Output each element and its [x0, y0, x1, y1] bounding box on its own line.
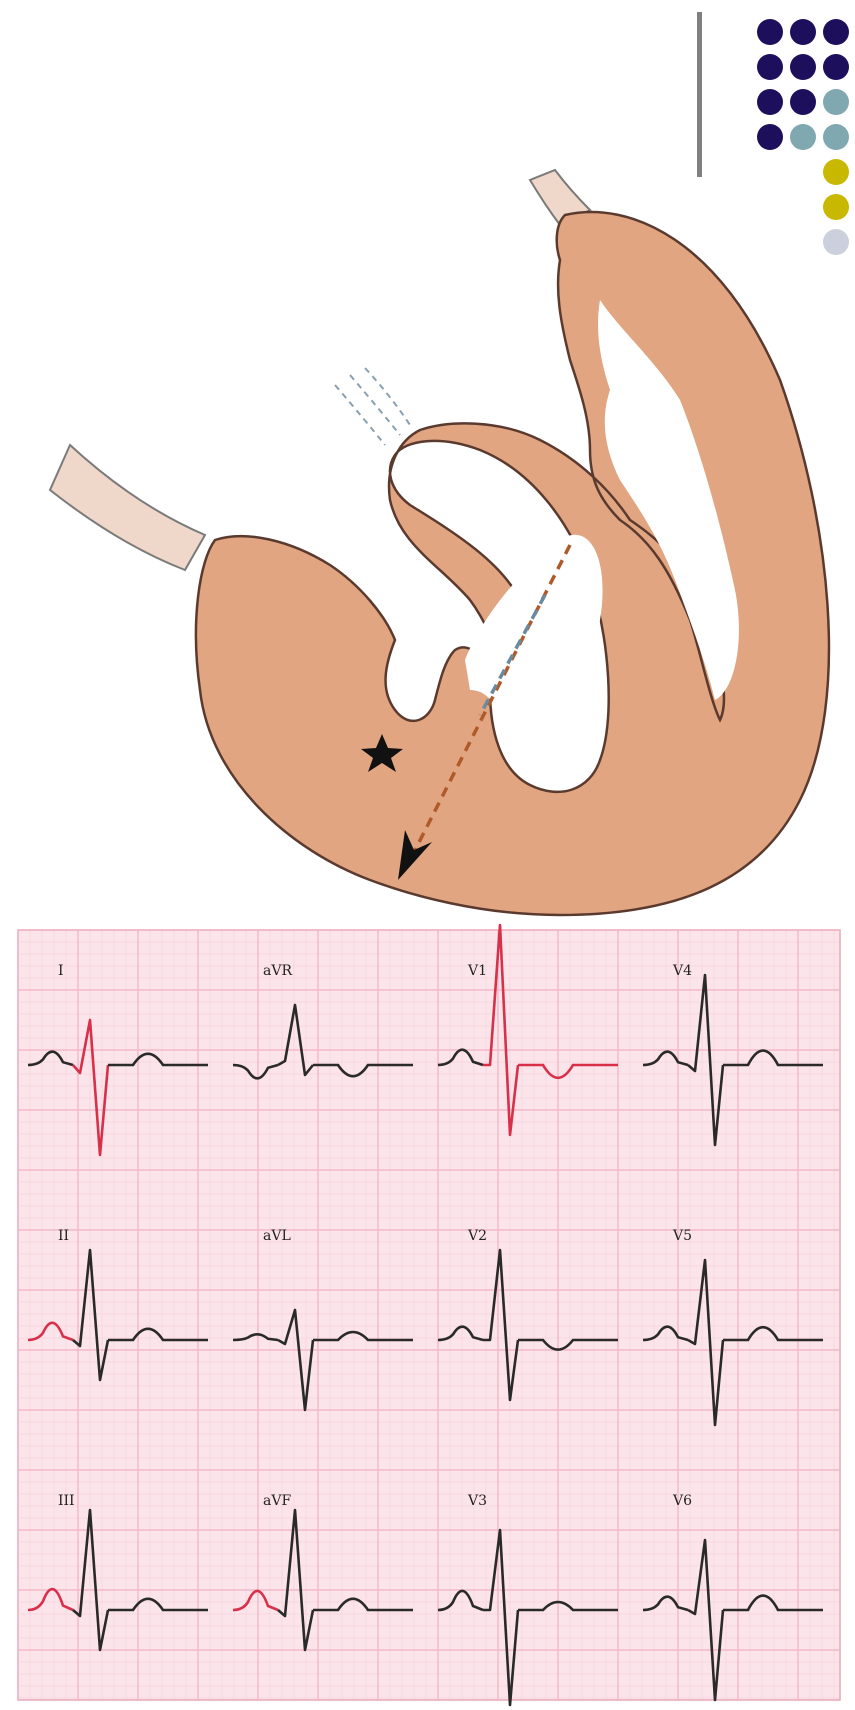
axis-arrowhead — [398, 830, 432, 880]
lead-label: V5 — [672, 1228, 692, 1244]
axis-vector-blue — [478, 594, 547, 716]
dot-grid — [757, 19, 849, 255]
t-wave — [108, 1597, 208, 1612]
qrs-complex — [72, 1248, 110, 1382]
qrs-complex — [72, 1508, 110, 1652]
qrs-complex — [483, 1528, 520, 1707]
lead-label: V6 — [672, 1493, 692, 1509]
p-wave — [642, 1325, 689, 1342]
p-wave — [27, 1321, 74, 1342]
qrs-complex — [277, 1508, 315, 1652]
t-wave — [518, 1338, 618, 1351]
p-wave — [27, 1587, 74, 1612]
left-ventricle-cavity — [598, 300, 739, 700]
t-wave — [108, 1052, 208, 1067]
lead-label: III — [58, 1493, 75, 1509]
grid-dot — [823, 124, 849, 150]
grid-dot — [757, 54, 783, 80]
p-wave — [437, 1048, 484, 1067]
grid-dot — [823, 54, 849, 80]
ecg-paper — [17, 929, 841, 1701]
p-wave — [27, 1050, 74, 1067]
ecg-grid — [17, 929, 840, 1700]
heart-body — [194, 210, 831, 917]
t-wave — [518, 1063, 618, 1080]
t-wave — [313, 1063, 413, 1078]
qrs-complex — [72, 1018, 110, 1157]
t-wave — [313, 1597, 413, 1612]
p-wave — [642, 1595, 689, 1612]
dashed-vessel-outline — [334, 367, 411, 446]
aorta-vessel — [528, 168, 592, 227]
grid-dot — [790, 54, 816, 80]
qrs-complex — [687, 973, 725, 1147]
lead-label: V4 — [672, 963, 692, 979]
lead-label: I — [58, 963, 64, 979]
lead-label: aVL — [263, 1228, 291, 1244]
grid-dot — [823, 89, 849, 115]
lead-label: V3 — [467, 1493, 487, 1509]
grid-dot — [757, 19, 783, 45]
p-wave — [642, 1050, 689, 1067]
p-wave — [437, 1589, 484, 1612]
grid-dot — [790, 19, 816, 45]
lead-label: V1 — [467, 963, 487, 979]
heart-diagram — [48, 168, 831, 917]
lead-label: aVR — [263, 963, 292, 979]
p-wave — [232, 1063, 279, 1080]
qrs-complex — [483, 923, 520, 1137]
t-wave — [723, 1049, 823, 1067]
grid-dot — [823, 19, 849, 45]
grid-dot — [757, 124, 783, 150]
lead-label: II — [58, 1228, 69, 1244]
grid-dot — [790, 89, 816, 115]
p-wave — [232, 1589, 279, 1612]
grid-dot — [757, 89, 783, 115]
lead-label: V2 — [467, 1228, 487, 1244]
star-icon — [361, 734, 403, 772]
t-wave — [518, 1600, 618, 1612]
t-wave — [108, 1327, 208, 1342]
grid-dot — [823, 194, 849, 220]
p-wave — [437, 1325, 484, 1342]
lead-label: aVF — [263, 1493, 291, 1509]
t-wave — [313, 1330, 413, 1342]
p-wave — [232, 1333, 279, 1342]
grid-dot — [823, 159, 849, 185]
accent-bar — [697, 12, 702, 177]
pulmonary-vessel — [48, 443, 207, 572]
qrs-complex — [277, 1003, 315, 1077]
grid-dot — [823, 229, 849, 255]
qrs-complex — [277, 1308, 315, 1412]
t-wave — [723, 1325, 823, 1342]
t-wave — [723, 1594, 823, 1612]
qrs-complex — [687, 1538, 725, 1702]
qrs-complex — [483, 1248, 520, 1402]
grid-dot — [790, 124, 816, 150]
right-ventricle-cavity — [465, 534, 603, 771]
qrs-complex — [687, 1258, 725, 1427]
